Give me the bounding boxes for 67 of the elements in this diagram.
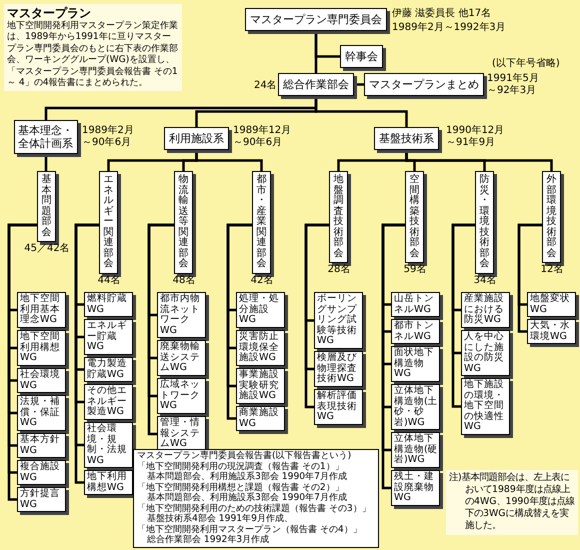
- member-count: 24名: [254, 80, 278, 92]
- report-line: 総合作業部会 1992年3月作成: [146, 535, 270, 546]
- member-count: 48名: [172, 275, 196, 287]
- member-note: 伊藤 滋委員長 他17名: [392, 8, 492, 20]
- wg-box: 基本方針WG: [17, 433, 66, 458]
- member-count: 42名: [250, 275, 274, 287]
- report-line: 「地下空間開発利用の現況調査（報告書 その1）」: [137, 462, 345, 472]
- category-box: 利用施設系: [164, 127, 229, 150]
- wg-box: 都市内物流ネットワークWG: [157, 292, 206, 338]
- connector-line: [314, 31, 318, 73]
- working-group-box: 総合作業部会: [278, 73, 354, 96]
- report-line: 基本問題部会、利用施設系3部会 1990年7月作成: [146, 493, 348, 504]
- wg-box: 管理・情報システムWG: [157, 416, 206, 452]
- category-box: 基本理念・全体計画系: [14, 120, 78, 154]
- wg-box: 商業施設WG: [236, 406, 285, 431]
- summary-box: マスタープランまとめ: [364, 73, 484, 96]
- panel-text: 地下空間開発利用マスタープラン策定作業は、1989年から1991年に亘りマスタープラン専門委員会のもとに右下表の作業部会、ワーキンググループ(WG)を設置し、「マスタープラン専門委員会報告書 その1～ 4」の4報告書にまとめられた。: [7, 20, 179, 88]
- panel-heading: マスタープラン: [7, 6, 92, 20]
- period-note: 1989年12月～90年6月: [233, 125, 292, 149]
- connector-line: [518, 224, 542, 333]
- connector-line: [452, 224, 475, 408]
- report-box: [133, 449, 379, 548]
- note-text: (以下年号省略): [492, 58, 560, 70]
- member-count: 45／42名: [23, 243, 71, 255]
- report-line: 基盤技術系4部会 1991年9月作成、: [146, 514, 294, 524]
- wg-box: 地下利用構想WG: [84, 470, 133, 495]
- department-box: 基本問題部会: [37, 171, 56, 242]
- committee-box: 幹事会: [340, 45, 383, 68]
- connector-line: [195, 150, 263, 171]
- report-line: 「地下空間開発利用構想と課題（報告書 その2）」: [137, 482, 345, 492]
- wg-box: 都市トンネルWG: [391, 319, 440, 344]
- wg-box: 社会環境・規制・法規WG: [84, 422, 133, 468]
- period-note: 1989年2月～1992年3月: [392, 22, 507, 34]
- wg-box: 大気・水環境WG: [527, 319, 576, 344]
- connector-line: [148, 224, 174, 436]
- wg-box: 方針提言WG: [17, 487, 66, 512]
- category-box: 基盤技術系: [374, 127, 439, 150]
- period-note: 1991年5月～92年3月: [487, 73, 540, 97]
- wg-box: 複合施設WG: [17, 460, 66, 485]
- connector-line: [405, 150, 553, 171]
- wg-box: 山岳トンネルWG: [391, 292, 440, 317]
- connector-line: [304, 224, 329, 408]
- wg-box: 電力製造貯蔵WG: [84, 357, 133, 382]
- period-note: 1989年2月～90年6月: [82, 125, 135, 149]
- report-line: マスタープラン専門委員会報告書(以下報告書という): [137, 451, 352, 462]
- member-count: 44名: [96, 275, 122, 287]
- committee-box: マスタープラン専門委員会: [245, 8, 387, 31]
- wg-box: 人を中心にした施設の防災WG: [461, 330, 510, 376]
- wg-box: 地盤変状WG: [527, 292, 576, 317]
- member-count: 12名: [540, 264, 564, 276]
- member-count: 59名: [402, 264, 428, 276]
- wg-box: 立体地下構造物(土砂・砂岩)WG: [391, 384, 440, 430]
- wg-box: 燃料貯蔵WG: [84, 292, 133, 317]
- department-box: 空間構築技術部会: [405, 171, 424, 263]
- member-count: 28名: [326, 264, 352, 276]
- connector-line: [44, 154, 48, 171]
- department-box: 外部環境技術部会: [542, 171, 561, 263]
- report-line: 基本問題部会、利用施設系3部会 1990年7月作成: [146, 472, 348, 482]
- member-count: 34名: [472, 275, 498, 287]
- report-line: 「地下空間開発利用のための技術課題（報告書 その3）」: [137, 504, 372, 514]
- connector-line: [314, 96, 408, 127]
- period-note: 1990年12月～91年9月: [446, 125, 506, 149]
- department-box: 地盤調査技術部会: [329, 171, 348, 263]
- connector-line: [226, 224, 252, 420]
- report-line: 「地下空間開発利用マスタープラン（報告書 その4）」: [137, 524, 363, 534]
- wg-box: 社会環境WG: [17, 368, 66, 393]
- footnote-text: 注)基本問題部会は、左上表において1989年度は点線上の4WG、1990年度は点線下の3WGに構成替えを実施した。: [449, 472, 575, 532]
